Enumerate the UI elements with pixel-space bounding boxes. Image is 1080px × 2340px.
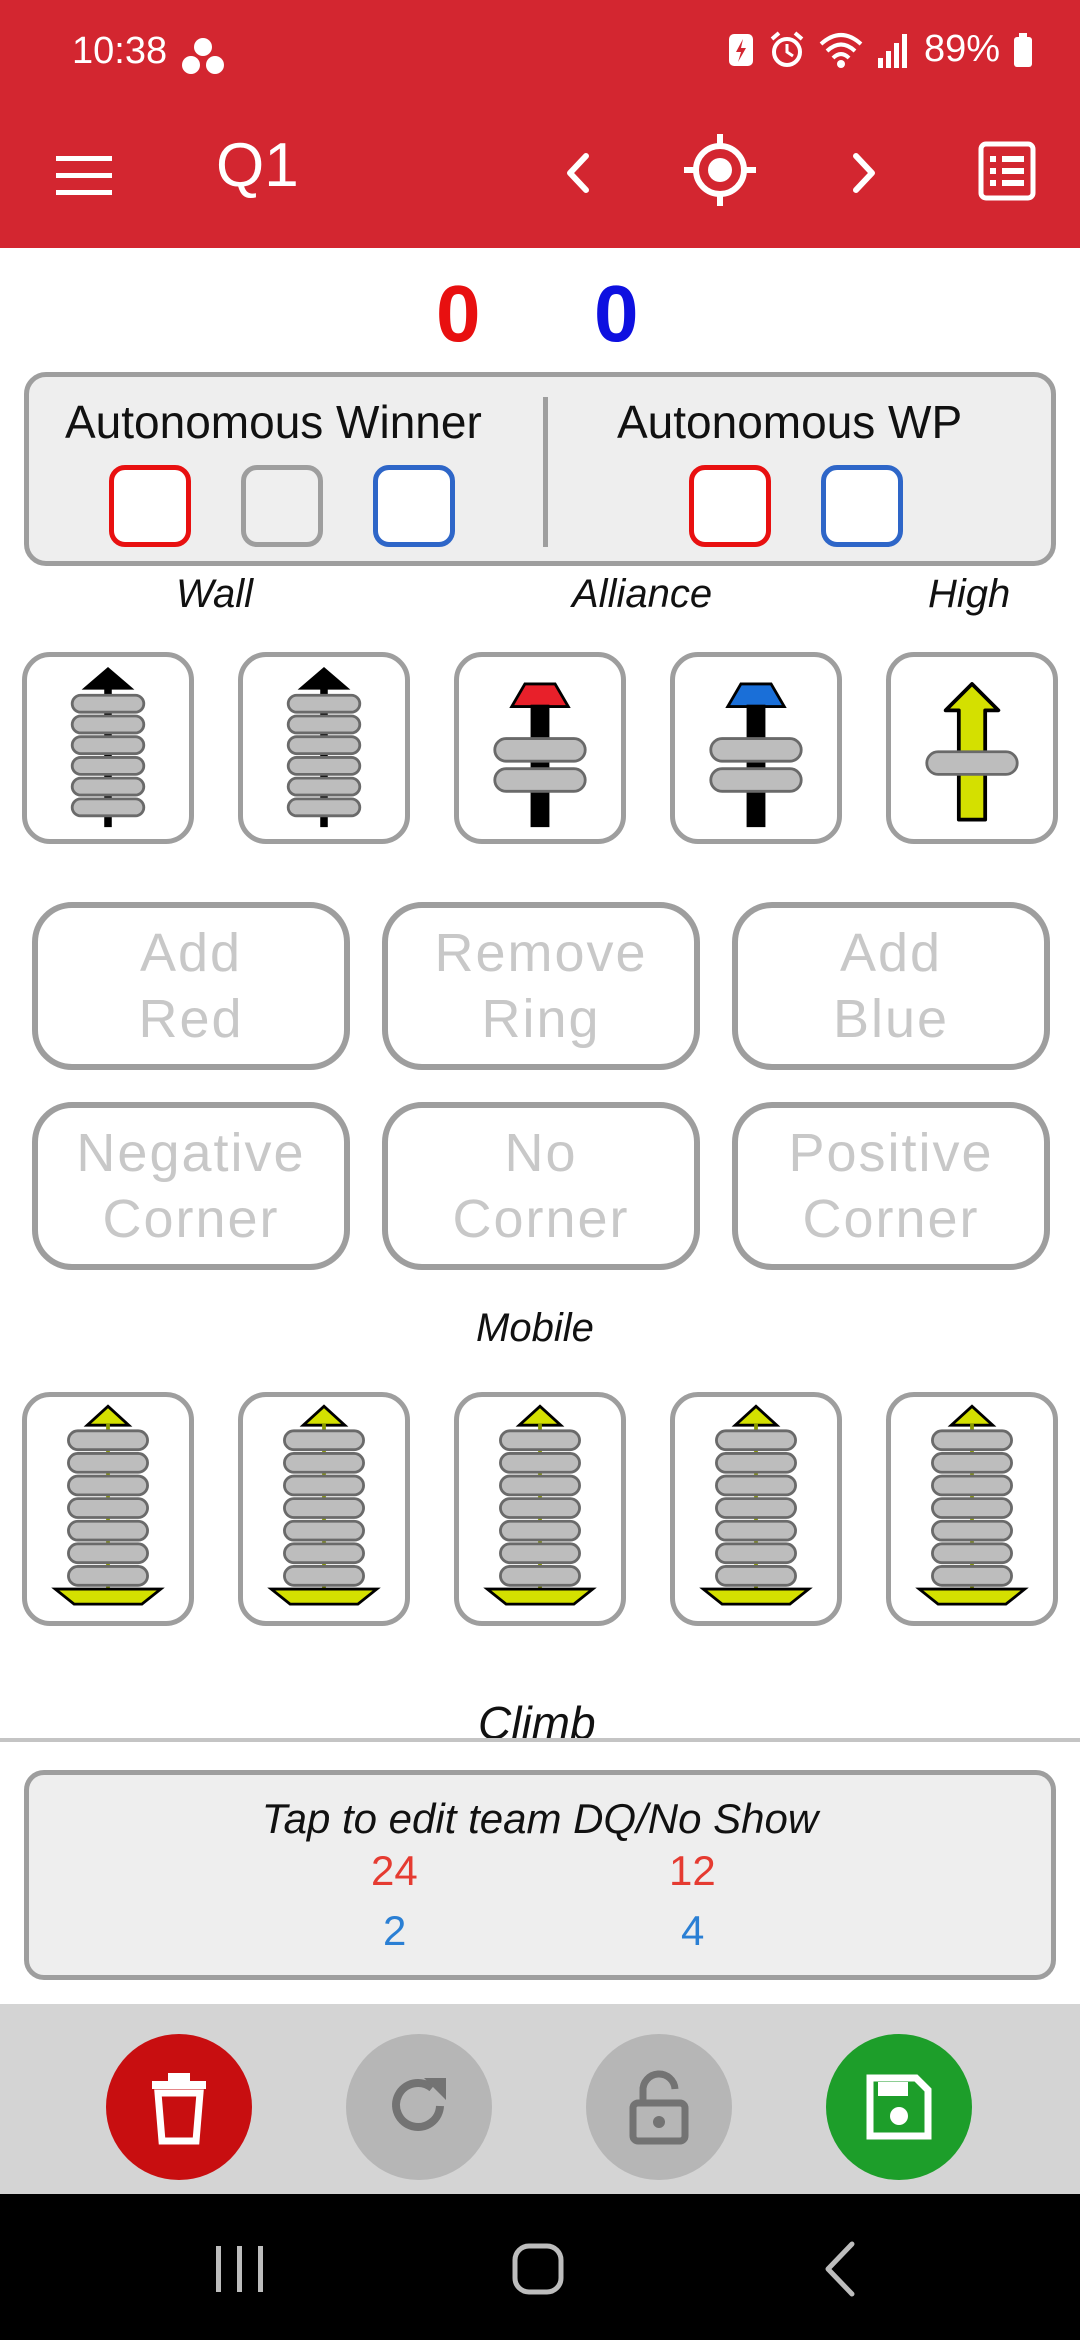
high-stake-icon — [925, 682, 1019, 822]
positive-corner-button[interactable]: Positive Corner — [732, 1102, 1050, 1270]
recent-apps-icon[interactable] — [200, 2234, 280, 2304]
status-bar: 10:38 89% — [0, 0, 1080, 104]
bottom-toolbar — [0, 2004, 1080, 2194]
team-panel[interactable]: Tap to edit team DQ/No Show 24 12 2 4 — [24, 1770, 1056, 1980]
high-label: High — [928, 572, 1011, 616]
wall-stake-2[interactable] — [238, 652, 410, 844]
climb-divider — [0, 1738, 1080, 1742]
no-corner-line2: Corner — [452, 1189, 630, 1249]
list-icon[interactable] — [976, 136, 1038, 206]
mobile-goal-3[interactable] — [454, 1392, 626, 1626]
battery-percent: 89% — [923, 28, 1000, 70]
save-icon — [866, 2074, 932, 2140]
negative-corner-line2: Corner — [102, 1189, 280, 1249]
alliance-stake-blue[interactable] — [670, 652, 842, 844]
refresh-button[interactable] — [346, 2034, 492, 2180]
wall-label: Wall — [176, 572, 254, 616]
add-blue-line2: Blue — [832, 989, 950, 1049]
mobile-goal-3-icon — [483, 1404, 597, 1606]
refresh-icon — [392, 2078, 446, 2131]
positive-corner-line2: Corner — [802, 1189, 980, 1249]
mobile-goal-5[interactable] — [886, 1392, 1058, 1626]
previous-match-icon[interactable] — [548, 138, 608, 208]
mobile-goal-4-icon — [699, 1404, 813, 1606]
add-red-line1: Add — [139, 923, 243, 983]
match-title: Q1 — [216, 131, 299, 200]
system-nav-bar — [0, 2194, 1080, 2340]
mobile-goal-4[interactable] — [670, 1392, 842, 1626]
back-icon[interactable] — [800, 2234, 880, 2304]
blue-team-1[interactable]: 2 — [383, 1907, 407, 1954]
alliance-stake-red[interactable] — [454, 652, 626, 844]
negative-corner-line1: Negative — [76, 1123, 306, 1183]
app-notification-icon — [182, 38, 224, 74]
mobile-goal-2-icon — [267, 1404, 381, 1606]
no-corner-line1: No — [504, 1123, 578, 1183]
status-time: 10:38 — [72, 30, 168, 72]
mobile-goal-2[interactable] — [238, 1392, 410, 1626]
app-bar: Q1 — [0, 104, 1080, 248]
negative-corner-button[interactable]: Negative Corner — [32, 1102, 350, 1270]
next-match-icon[interactable] — [834, 138, 894, 208]
auto-winner-blue-checkbox[interactable] — [373, 465, 455, 547]
no-corner-button[interactable]: No Corner — [382, 1102, 700, 1270]
autonomous-winner-label: Autonomous Winner — [65, 396, 482, 448]
trash-icon — [152, 2073, 206, 2145]
high-stake[interactable] — [886, 652, 1058, 844]
team-panel-hint: Tap to edit team DQ/No Show — [261, 1795, 819, 1842]
autonomous-panel: Autonomous Winner Autonomous WP — [24, 372, 1056, 566]
delete-button[interactable] — [106, 2034, 252, 2180]
target-icon[interactable] — [684, 126, 756, 214]
add-red-line2: Red — [138, 989, 244, 1049]
save-button[interactable] — [826, 2034, 972, 2180]
unlock-icon — [629, 2070, 689, 2145]
blue-score: 0 — [594, 269, 639, 358]
remove-ring-line2: Ring — [481, 989, 601, 1049]
blue-team-2[interactable]: 4 — [681, 1907, 705, 1954]
status-icons: 89% — [726, 28, 1034, 71]
add-red-button[interactable]: Add Red — [32, 902, 350, 1070]
auto-winner-tie-checkbox[interactable] — [241, 465, 323, 547]
add-blue-line1: Add — [839, 923, 943, 983]
home-icon[interactable] — [498, 2234, 578, 2304]
top-bar: 10:38 89% Q1 — [0, 0, 1080, 248]
mobile-label: Mobile — [476, 1306, 594, 1350]
auto-wp-red-checkbox[interactable] — [689, 465, 771, 547]
alliance-stake-blue-icon — [709, 682, 803, 828]
red-score: 0 — [436, 269, 481, 358]
signal-icon — [877, 33, 907, 68]
wall-stake-1-icon — [70, 667, 146, 828]
auto-winner-red-checkbox[interactable] — [109, 465, 191, 547]
autonomous-wp-label: Autonomous WP — [617, 396, 963, 448]
remove-ring-line1: Remove — [434, 923, 648, 983]
auto-wp-blue-checkbox[interactable] — [821, 465, 903, 547]
red-team-2[interactable]: 12 — [669, 1847, 716, 1894]
wifi-icon — [819, 32, 863, 68]
battery-icon — [1014, 32, 1032, 67]
battery-saver-icon — [728, 33, 753, 66]
alarm-icon — [770, 30, 804, 67]
mobile-goal-5-icon — [915, 1404, 1029, 1606]
mobile-goal-1-icon — [51, 1404, 165, 1606]
wall-stake-1[interactable] — [22, 652, 194, 844]
wall-stake-2-icon — [286, 667, 362, 828]
panel-divider — [543, 397, 548, 547]
lock-button[interactable] — [586, 2034, 732, 2180]
remove-ring-button[interactable]: Remove Ring — [382, 902, 700, 1070]
mobile-goal-1[interactable] — [22, 1392, 194, 1626]
menu-icon[interactable] — [54, 144, 116, 206]
red-team-1[interactable]: 24 — [371, 1847, 418, 1894]
alliance-stake-red-icon — [493, 682, 587, 828]
add-blue-button[interactable]: Add Blue — [732, 902, 1050, 1070]
positive-corner-line1: Positive — [788, 1123, 994, 1183]
alliance-label: Alliance — [572, 572, 713, 616]
